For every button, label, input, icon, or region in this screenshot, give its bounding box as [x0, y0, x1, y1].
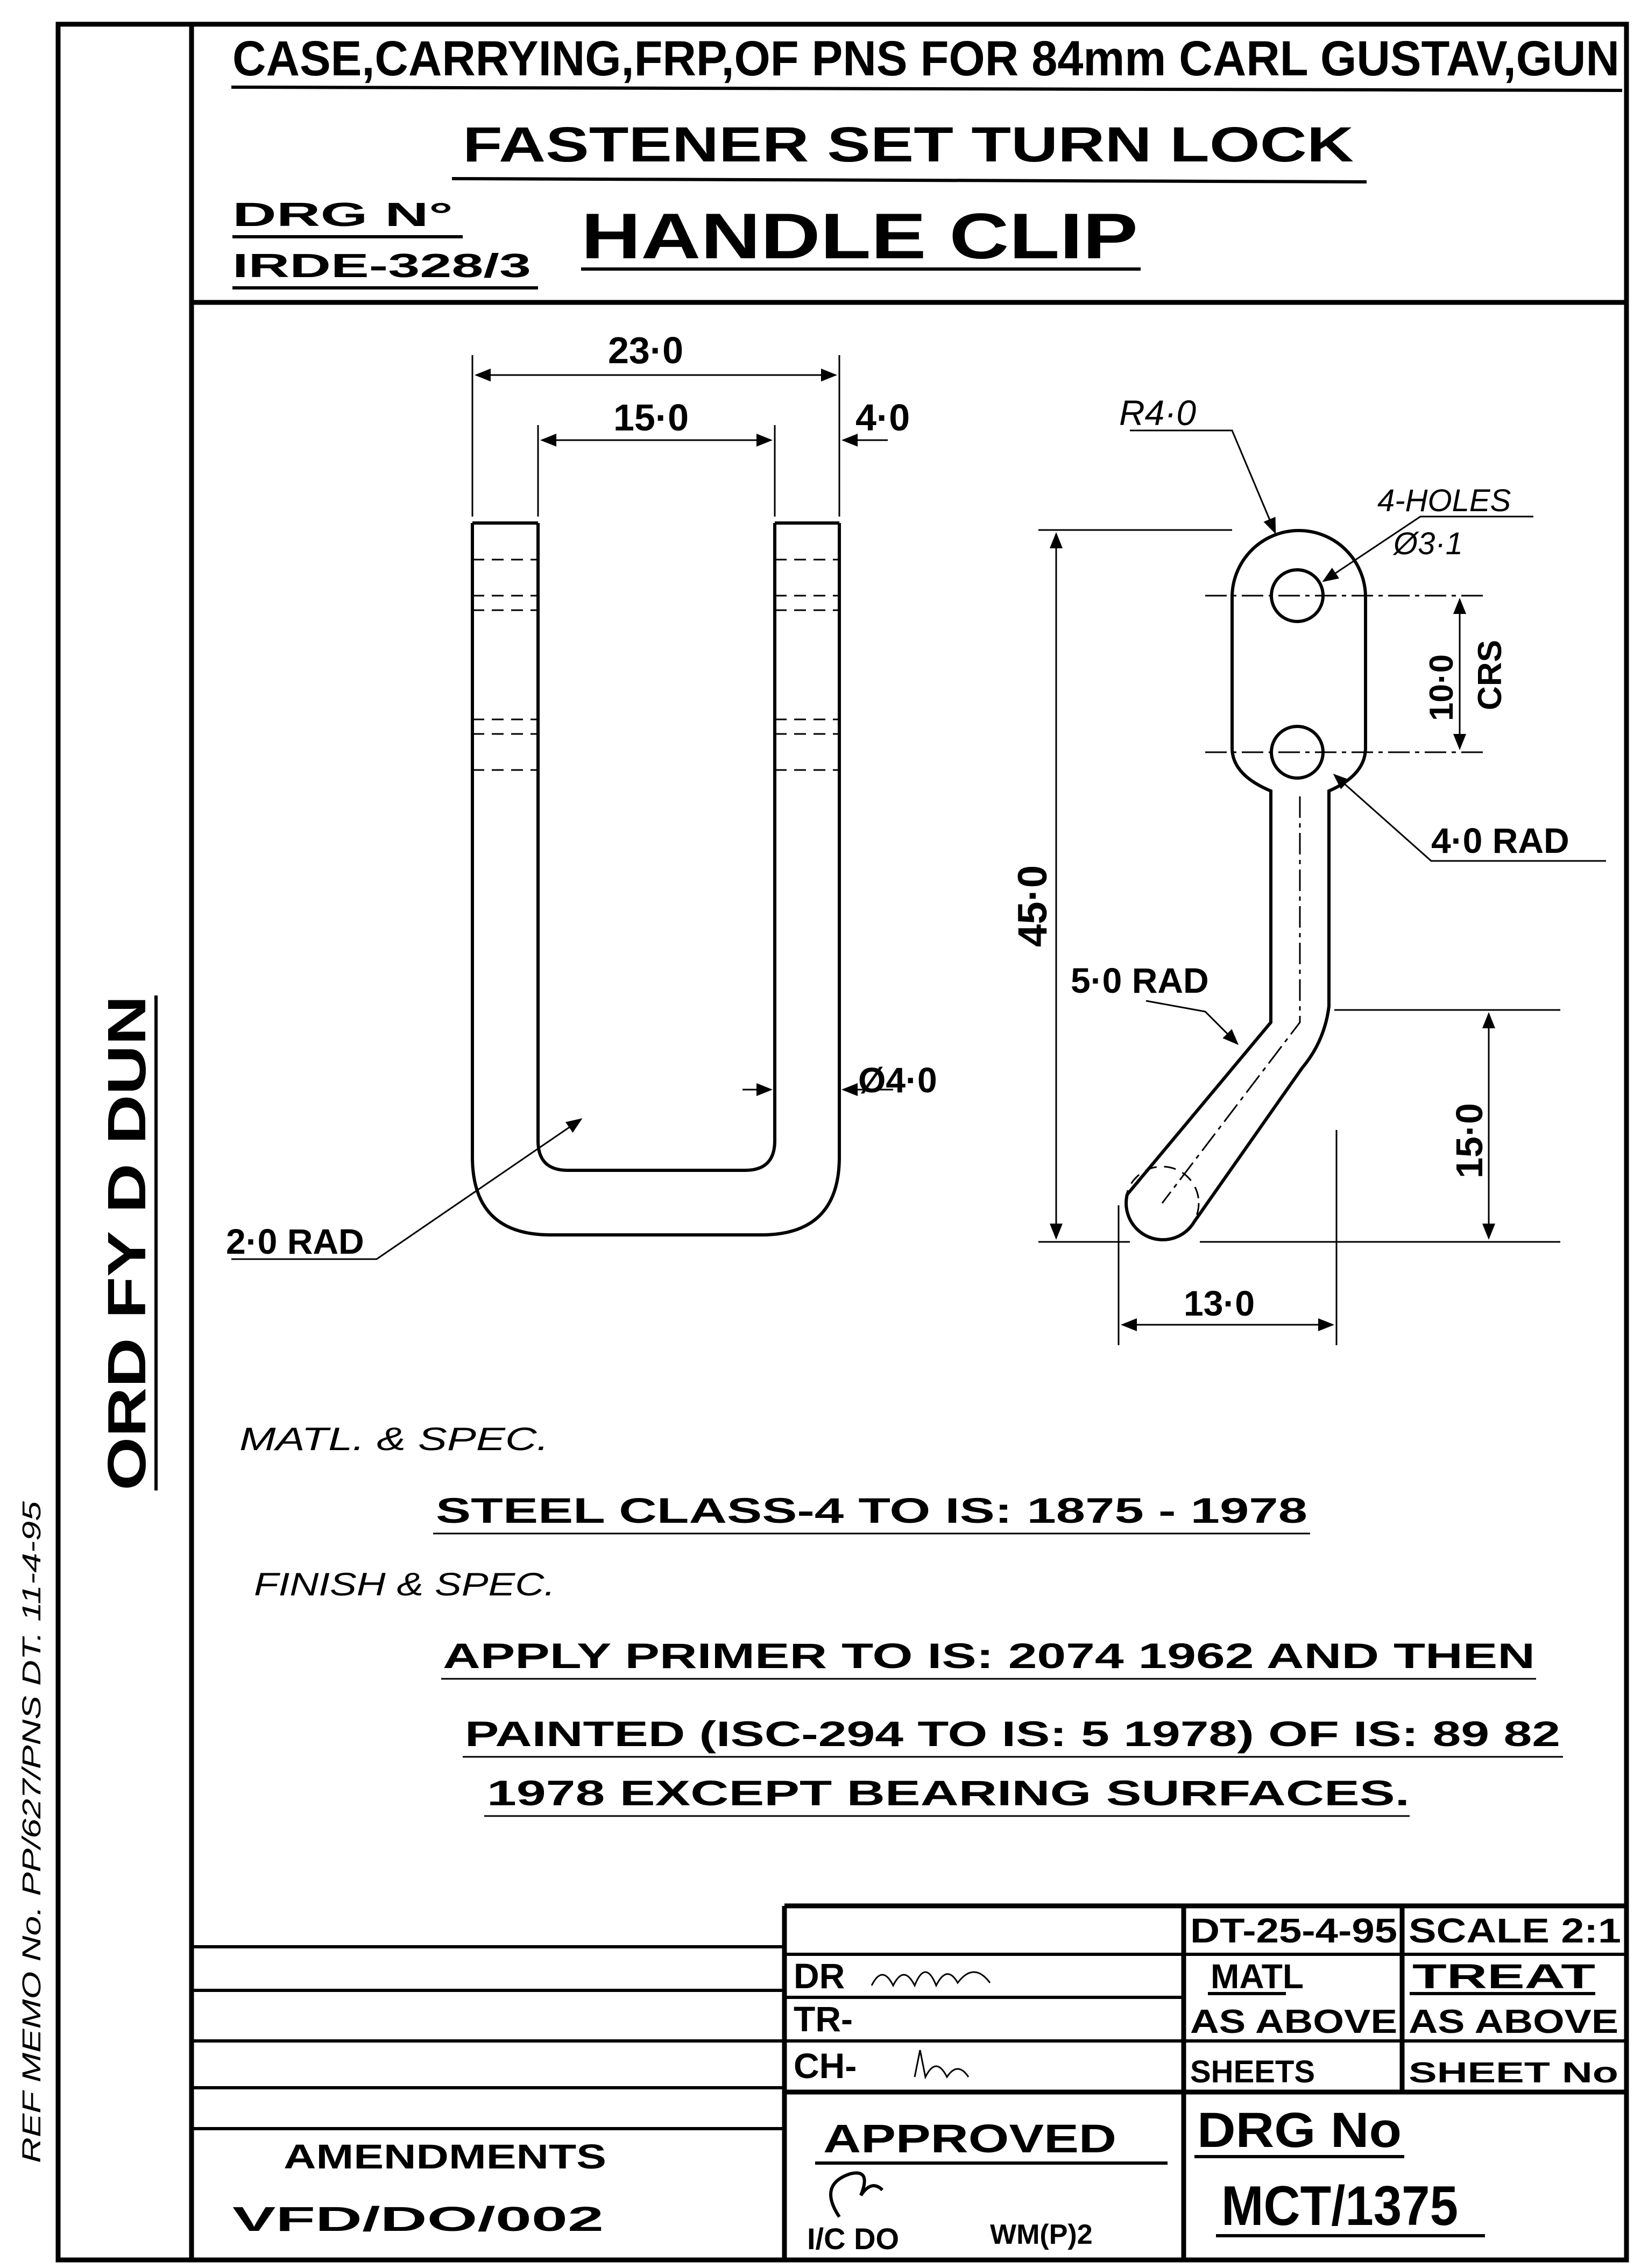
factory-label: ORD FY D DUN — [97, 995, 157, 1490]
drg-label: DRG N° — [232, 196, 453, 234]
u-clip-outer — [471, 523, 841, 1237]
matl-label: MATL. & SPEC. — [239, 1421, 549, 1457]
notes: MATL. & SPEC. STEEL CLASS-4 TO IS: 1875 … — [239, 1421, 1563, 1817]
tr-label: TR- — [794, 1999, 853, 2039]
sheet-no: SHEET No — [1409, 2057, 1618, 2089]
u-clip-view: 23·0 15·0 4·0 Ø4·0 2·0 RAD — [226, 329, 937, 1261]
part-name: HANDLE CLIP — [581, 200, 1138, 272]
matl-value: STEEL CLASS-4 TO IS: 1875 - 1978 — [436, 1490, 1307, 1530]
ch-signature — [914, 2050, 970, 2080]
date: DT-25-4-95 — [1190, 1911, 1397, 1950]
header-line2: FASTENER SET TURN LOCK — [463, 117, 1354, 172]
dim-inner-width: 15·0 — [613, 397, 689, 439]
dr-signature — [871, 1971, 991, 1988]
title-block: DT-25-4-95 SCALE 2:1 DR TR- CH- MATL TRE… — [192, 1903, 1626, 2260]
header-line1: CASE,CARRYING,FRP,OF PNS FOR 84mm CARL G… — [232, 31, 1619, 86]
centerline — [1161, 796, 1301, 1204]
clip-outline — [1124, 529, 1367, 1242]
finish-line2: PAINTED (ISC-294 TO IS: 5 1978) OF IS: 8… — [465, 1714, 1560, 1754]
dim-height: 45·0 — [1010, 865, 1056, 947]
hidden-lines — [472, 559, 839, 771]
sheets: SHEETS — [1190, 2054, 1315, 2089]
dim-r-top: R4·0 — [1119, 393, 1196, 433]
dim-wire-thk: 4·0 — [855, 397, 910, 439]
dim-rad-5: 5·0 RAD — [1071, 960, 1209, 1000]
outer-border — [55, 22, 1629, 2263]
drg-no-label: DRG No — [1197, 2103, 1402, 2158]
amendment-ref: VFD/DO/002 — [232, 2200, 604, 2238]
dim-holes: 4-HOLES — [1377, 483, 1511, 518]
rod-end — [1124, 1165, 1200, 1241]
approver-section: WM(P)2 — [990, 2219, 1093, 2250]
header-line2-underline — [451, 177, 1367, 183]
dim-wire-dia: Ø4·0 — [858, 1060, 937, 1100]
dim-hole-dia: Ø3·1 — [1392, 526, 1463, 561]
treat-value: AS ABOVE — [1409, 2003, 1618, 2040]
dim-overall-width: 23·0 — [608, 329, 683, 371]
matl-value: AS ABOVE — [1190, 2003, 1397, 2040]
drg-no: MCT/1375 — [1221, 2175, 1458, 2237]
dim-crs: CRS — [1472, 640, 1509, 710]
finish-label: FINISH & SPEC. — [254, 1566, 555, 1602]
approver-signature — [829, 2171, 884, 2218]
treat-header: TREAT — [1412, 1957, 1595, 1996]
side-profile-view: 45·0 10·0 CRS R4·0 4-HOLES Ø3·1 4·0 RAD … — [1010, 393, 1606, 1345]
matl-header: MATL — [1211, 1957, 1304, 1996]
header-line1-underline — [231, 86, 1623, 92]
approved-label: APPROVED — [823, 2116, 1116, 2161]
dr-label: DR — [794, 1956, 845, 1996]
amendments-label: AMENDMENTS — [284, 2137, 606, 2176]
approver: I/C DO — [807, 2222, 899, 2256]
dim-offset-h: 15·0 — [1448, 1103, 1490, 1178]
scale: SCALE 2:1 — [1409, 1911, 1621, 1950]
ch-label: CH- — [794, 2046, 857, 2086]
finish-line1: APPLY PRIMER TO IS: 2074 1962 AND THEN — [443, 1636, 1535, 1676]
drg-ref: IRDE-328/3 — [232, 248, 531, 285]
ref-memo: REF MEMO No. PP/627/PNS DT. 11-4-95 — [18, 1501, 46, 2163]
u-clip-inner — [536, 523, 776, 1172]
finish-line3: 1978 EXCEPT BEARING SURFACES. — [487, 1773, 1410, 1813]
dim-centers: 10·0 — [1423, 654, 1460, 721]
dim-bend-rad: 2·0 RAD — [226, 1221, 364, 1261]
dim-rad-4: 4·0 RAD — [1431, 821, 1569, 860]
dim-offset-w: 13·0 — [1184, 1283, 1255, 1323]
